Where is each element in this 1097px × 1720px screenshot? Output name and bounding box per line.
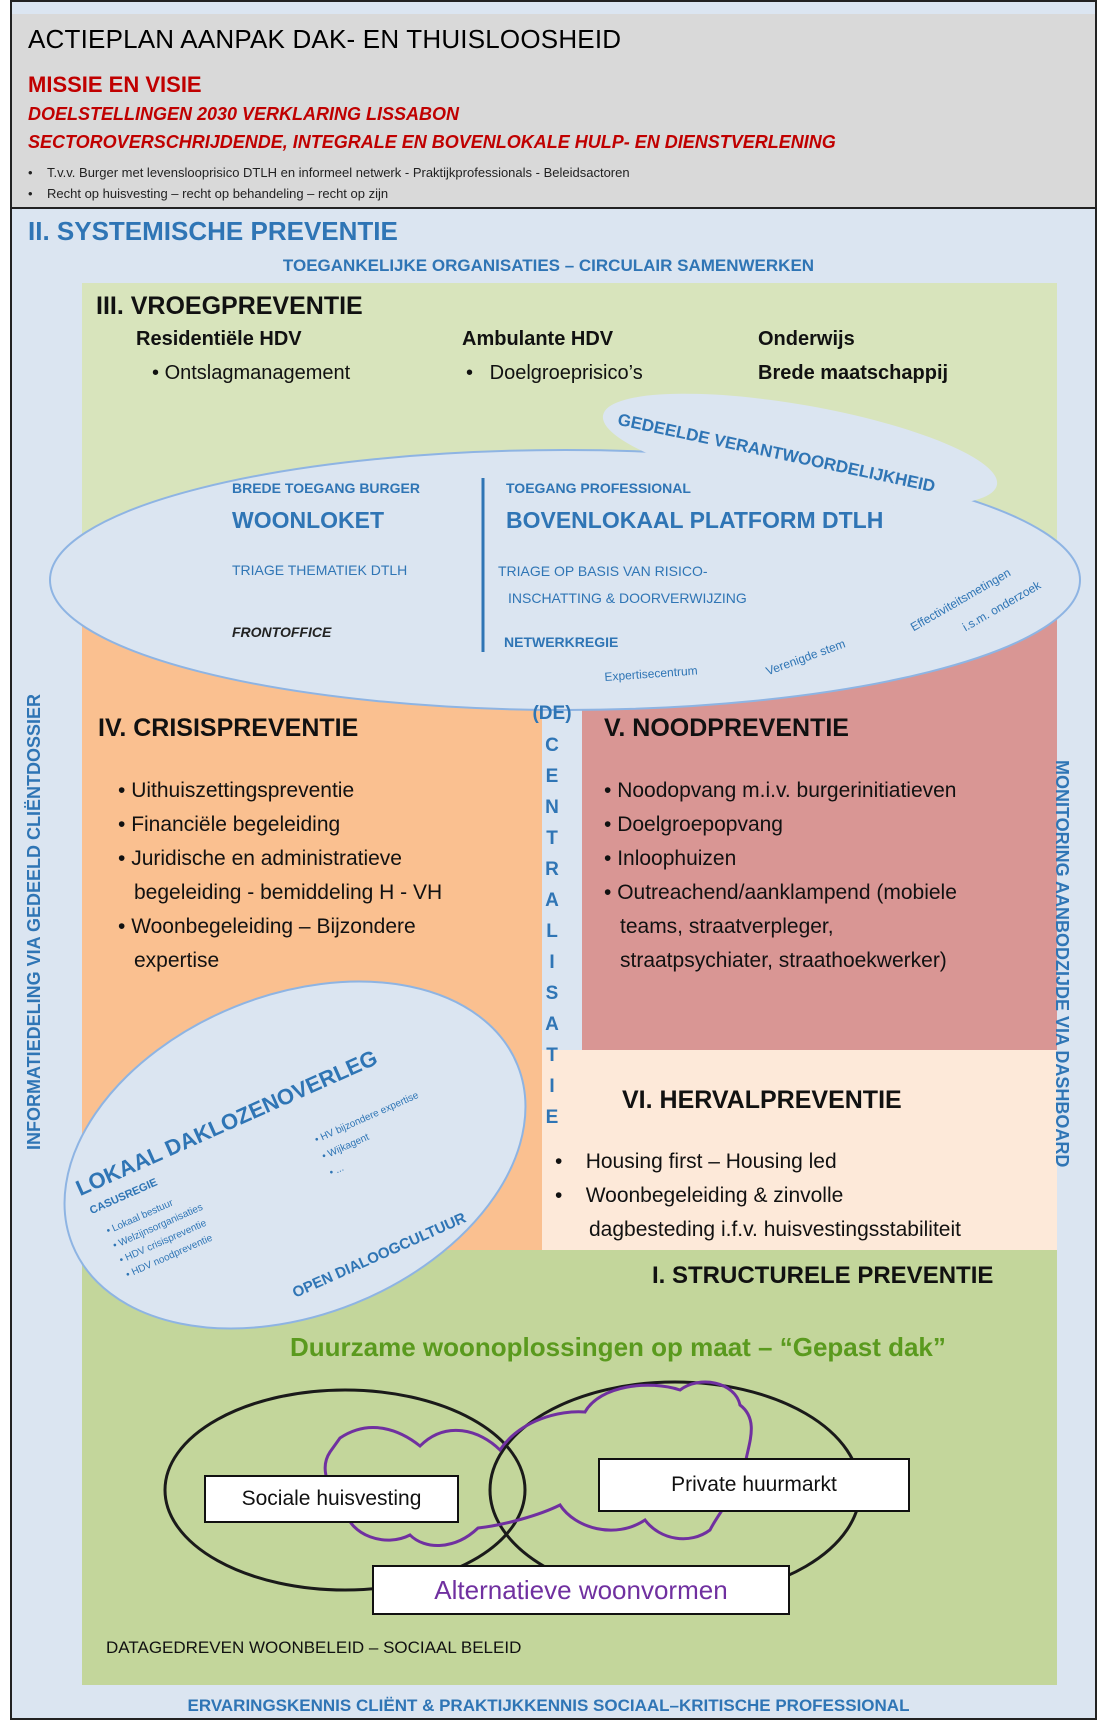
right-triage-line1: TRIAGE OP BASIS VAN RISICO- <box>498 563 708 579</box>
emergency-item: • Inloophuizen <box>604 847 737 870</box>
right-triage-line2: INSCHATTING & DOORVERWIJZING <box>508 590 747 606</box>
crisis-item: • Uithuiszettingspreventie <box>118 779 355 802</box>
header-bullet: • T.v.v. Burger met levenslooprisico DTL… <box>28 165 630 180</box>
crisis-list: • Uithuiszettingspreventie • Financiële … <box>118 774 442 978</box>
goals-heading: DOELSTELLINGEN 2030 VERKLARING LISSABON <box>28 104 460 124</box>
systemic-title: II. SYSTEMISCHE PREVENTIE <box>28 216 398 246</box>
private-rental-box: Private huurmarkt <box>598 1458 910 1512</box>
systemic-subtitle: TOEGANKELIJKE ORGANISATIES – CIRCULAIR S… <box>282 256 815 275</box>
platform-label: BOVENLOKAAL PLATFORM DTLH <box>506 507 884 533</box>
page-title: ACTIEPLAN AANPAK DAK- EN THUISLOOSHEID <box>28 24 622 54</box>
relapse-item: • Woonbegeleiding & zinvolle <box>555 1184 844 1207</box>
relapse-title: VI. HERVALPREVENTIE <box>622 1086 902 1114</box>
relapse-item: • Housing first – Housing led <box>555 1150 837 1173</box>
early-col1-head: Residentiële HDV <box>136 328 302 350</box>
emergency-item: straatpsychiater, straathoekwerker) <box>620 949 947 972</box>
early-col2-item: • Doelgroeprisico’s <box>466 362 643 384</box>
frontoffice-label: FRONTOFFICE <box>232 624 332 640</box>
crisis-item: expertise <box>134 949 220 972</box>
structural-title: I. STRUCTURELE PREVENTIE <box>652 1262 994 1289</box>
woonloket-label: WOONLOKET <box>232 507 385 533</box>
network-label: NETWERKREGIE <box>504 634 619 650</box>
access-ellipse-bulge <box>602 393 998 507</box>
header-bullet: • Recht op huisvesting – recht op behand… <box>28 186 389 201</box>
emergency-item: teams, straatverpleger, <box>620 915 834 938</box>
crisis-item: begeleiding - bemiddeling H - VH <box>134 881 443 904</box>
mission-heading: MISSIE EN VISIE <box>28 72 202 97</box>
left-access-sub: BREDE TOEGANG BURGER <box>232 480 420 496</box>
relapse-prevention-zone <box>542 1050 1057 1250</box>
alternative-housing-box: Alternatieve woonvormen <box>372 1565 790 1615</box>
header-panel <box>12 14 1095 209</box>
emergency-item: • Outreachend/aanklampend (mobiele <box>604 881 957 904</box>
relapse-list: • Housing first – Housing led • Woonbege… <box>555 1145 961 1247</box>
sector-heading: SECTOROVERSCHRIJDENDE, INTEGRALE EN BOVE… <box>28 132 836 152</box>
crisis-item: • Woonbegeleiding – Bijzondere <box>118 915 416 938</box>
structural-tagline: Duurzame woonoplossingen op maat – “Gepa… <box>290 1332 946 1362</box>
early-col3-head: Onderwijs <box>758 328 855 350</box>
access-ellipse <box>49 449 1081 711</box>
emergency-item: • Doelgroepopvang <box>604 813 783 836</box>
early-col1-item: • Ontslagmanagement <box>152 362 351 384</box>
crisis-title: IV. CRISISPREVENTIE <box>98 714 359 742</box>
venn-left <box>163 1388 527 1592</box>
emergency-list: • Noodopvang m.i.v. burgerinitiatieven •… <box>604 774 957 978</box>
policy-label: DATAGEDREVEN WOONBELEID – SOCIAAL BELEID <box>106 1638 522 1657</box>
social-housing-box: Sociale huisvesting <box>204 1475 459 1523</box>
early-col3-item: Brede maatschappij <box>758 362 949 384</box>
early-col2-head: Ambulante HDV <box>462 328 614 350</box>
early-title: III. VROEGPREVENTIE <box>96 292 363 320</box>
crisis-item: • Juridische en administratieve <box>118 847 402 870</box>
local-ellipse <box>63 980 527 1330</box>
decentral-top: (DE) <box>532 703 572 724</box>
relapse-item: dagbesteding i.f.v. huisvestingsstabilit… <box>589 1218 961 1241</box>
right-access-sub: TOEGANG PROFESSIONAL <box>506 480 691 496</box>
footer-label: ERVARINGSKENNIS CLIËNT & PRAKTIJKKENNIS … <box>187 1696 910 1715</box>
emergency-item: • Noodopvang m.i.v. burgerinitiatieven <box>604 779 957 802</box>
crisis-item: • Financiële begeleiding <box>118 813 341 836</box>
left-triage-label: TRIAGE THEMATIEK DTLH <box>232 562 408 578</box>
emergency-title: V. NOODPREVENTIE <box>604 714 849 742</box>
